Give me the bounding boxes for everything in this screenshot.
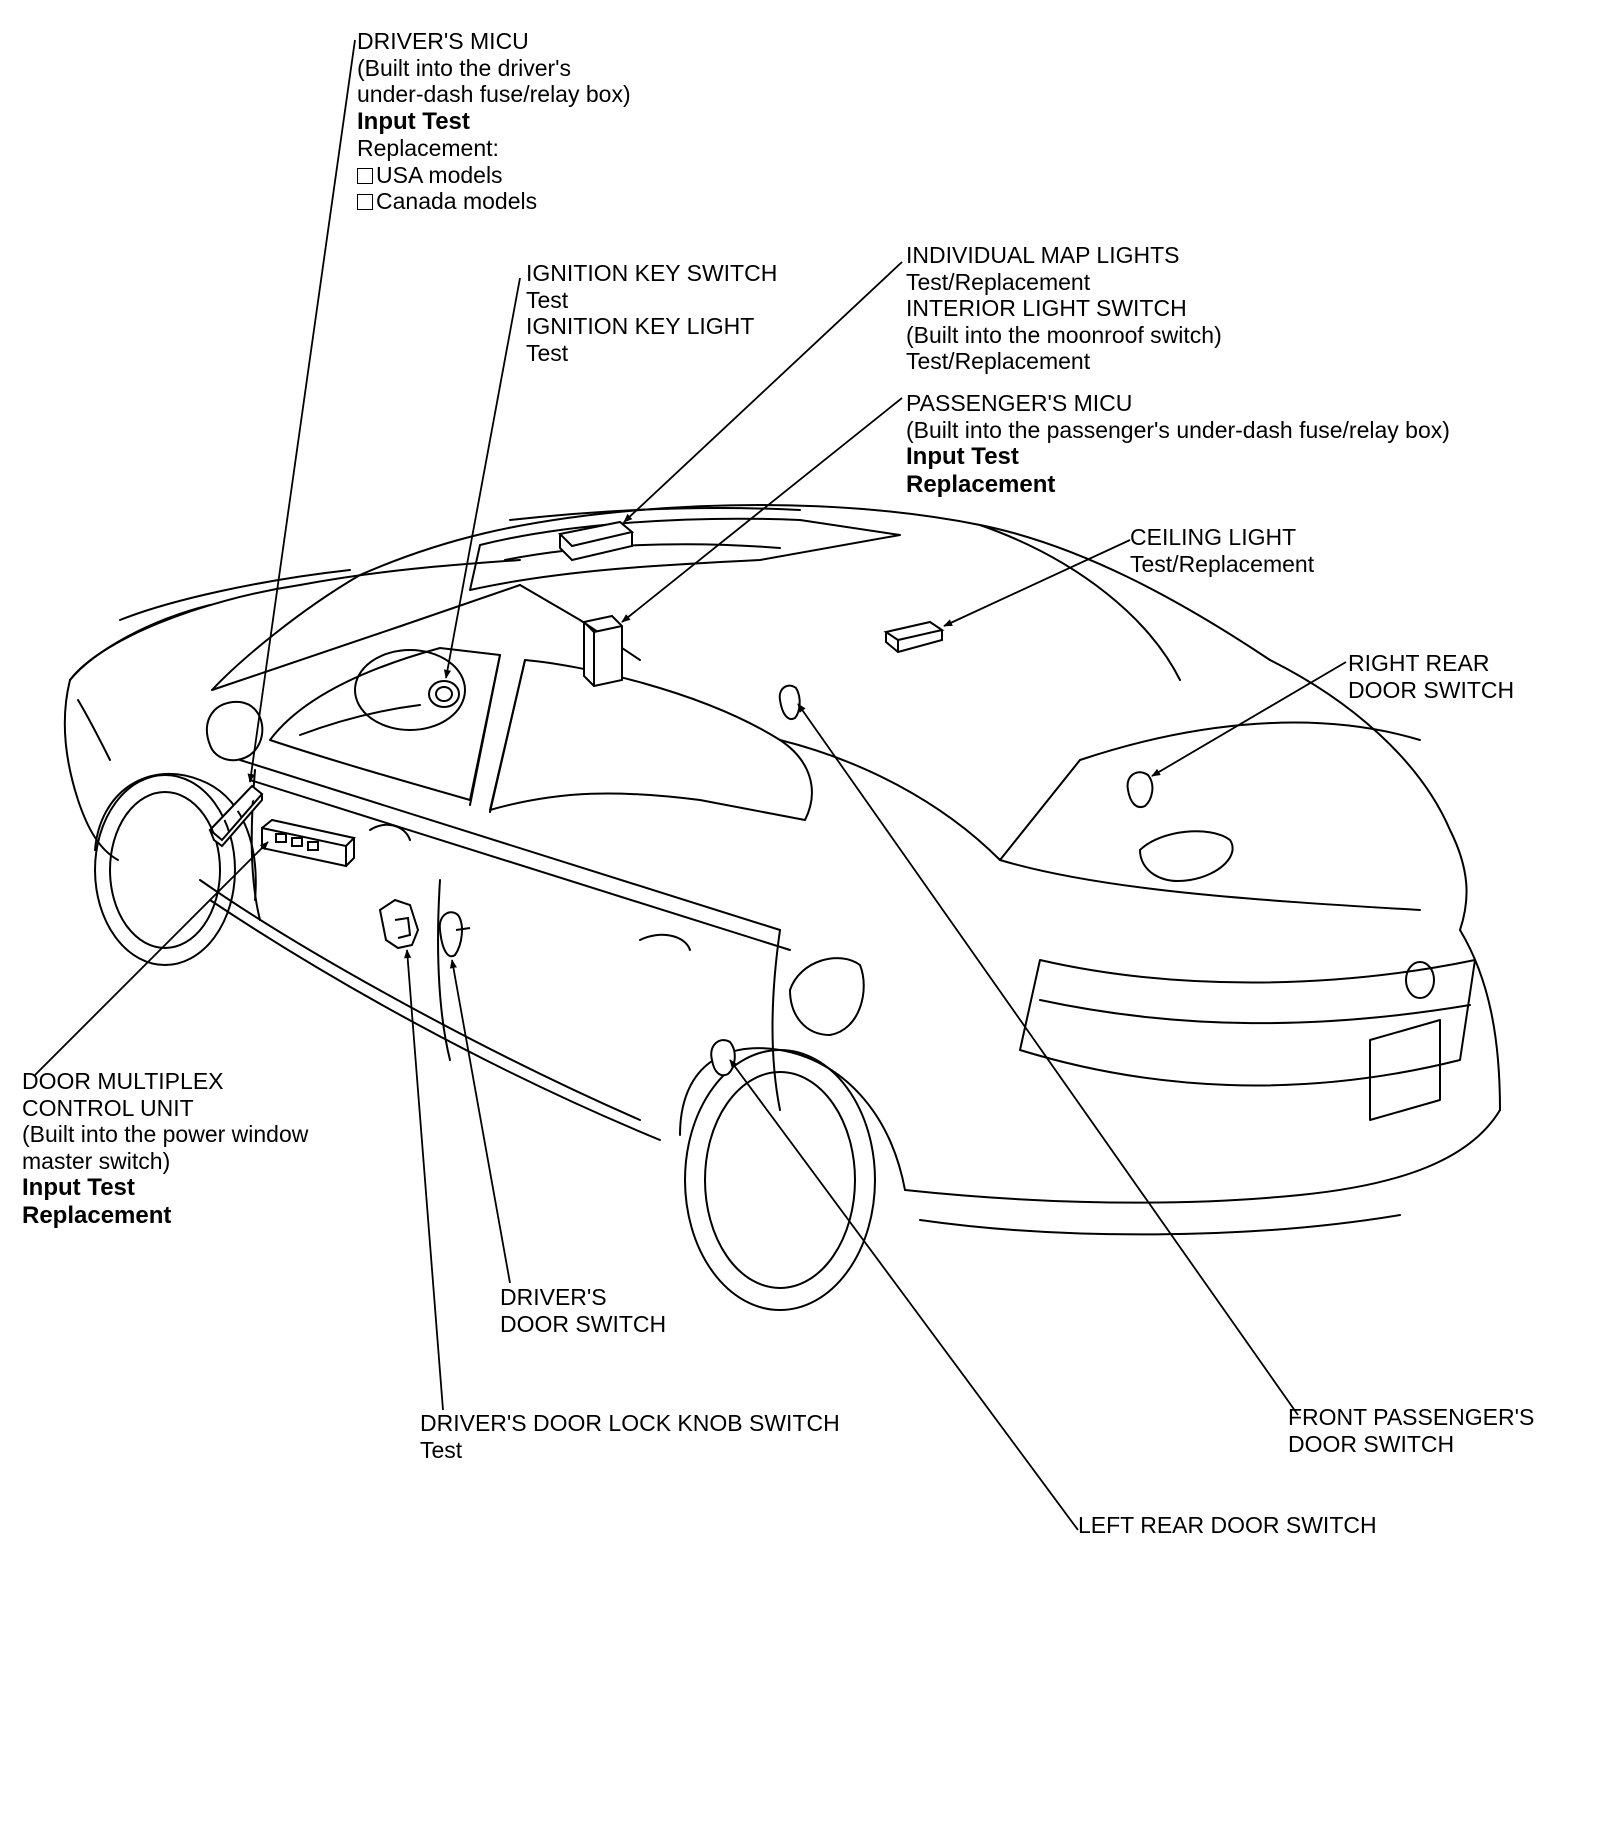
ceiling-light-title: CEILING LIGHT [1130,524,1297,550]
door-lock-knob-switch-test-link[interactable]: Test [420,1436,463,1463]
door-multiplex-input-test-link[interactable]: Input Test [22,1174,135,1201]
usa-models-box-icon [357,167,373,184]
front-passengers-door-switch-line2: DOOR SWITCH [1288,1430,1455,1457]
canada-models-box-icon [357,194,373,210]
usa-models-link[interactable]: USA models [376,161,503,188]
callout-drivers-door-switch: DRIVER'S DOOR SWITCH [500,1284,666,1337]
leader-map-lights [623,261,903,523]
ignition-key-switch-title: IGNITION KEY SWITCH [526,260,778,286]
drivers-micu-note-line2: under-dash fuse/relay box) [357,81,631,107]
canada-models-link[interactable]: Canada models [376,188,538,214]
drivers-micu-title: DRIVER'S MICU [357,28,529,54]
callout-door-lock-knob-switch: DRIVER'S DOOR LOCK KNOB SWITCH Test [420,1410,840,1463]
drivers-door-switch-shape [438,911,471,958]
passengers-micu-note: (Built into the passenger's under-dash f… [906,416,1450,443]
callout-front-passengers-door-switch: FRONT PASSENGER'S DOOR SWITCH [1288,1404,1534,1457]
right-rear-door-switch-line1: RIGHT REAR [1348,650,1490,676]
drivers-door-switch-line2: DOOR SWITCH [500,1310,667,1337]
ceiling-light-test-replacement-link[interactable]: Test/Replacement [1130,550,1315,577]
callout-right-rear-door-switch: RIGHT REAR DOOR SWITCH [1348,650,1514,703]
callout-passengers-micu: PASSENGER'S MICU (Built into the passeng… [906,390,1450,498]
map-lights-shape [557,520,635,562]
car-body-outline [63,504,1501,1311]
door-multiplex-line1: DOOR MULTIPLEX [22,1068,224,1094]
callout-left-rear-door-switch: LEFT REAR DOOR SWITCH [1078,1512,1377,1539]
callout-map-lights: INDIVIDUAL MAP LIGHTS Test/Replacement I… [906,242,1222,375]
passengers-micu-input-test-link[interactable]: Input Test [906,443,1019,470]
map-lights-title: INDIVIDUAL MAP LIGHTS [906,242,1180,268]
front-passengers-door-switch-line1: FRONT PASSENGER'S [1288,1404,1535,1430]
map-lights-test-replacement-link[interactable]: Test/Replacement [906,268,1091,295]
callout-ceiling-light: CEILING LIGHT Test/Replacement [1130,524,1314,577]
leader-door-multiplex [34,841,269,1076]
drivers-micu-input-test-link[interactable]: Input Test [357,107,470,135]
passenger-micu-shape [583,614,623,688]
leader-right-rear-door-switch [1151,661,1347,777]
passengers-micu-title: PASSENGER'S MICU [906,390,1133,416]
leader-ignition-key-switch [443,277,521,679]
ignition-key-light-title: IGNITION KEY LIGHT [526,313,755,339]
ceiling-light-shape [883,620,945,654]
leader-lines [34,39,1347,1531]
door-lock-knob-switch-shape [378,898,420,950]
leader-drivers-door-switch [449,959,511,1284]
interior-light-switch-test-replacement-link[interactable]: Test/Replacement [906,348,1091,374]
leader-passengers-micu [621,397,903,623]
ignition-key-light-test-link[interactable]: Test [526,339,569,366]
drivers-micu-note-line1: (Built into the driver's [357,54,572,81]
door-multiplex-replacement-link[interactable]: Replacement [22,1201,172,1229]
callout-door-multiplex: DOOR MULTIPLEX CONTROL UNIT (Built into … [22,1068,308,1229]
drivers-door-switch-line1: DRIVER'S [500,1284,607,1310]
door-multiplex-line2: CONTROL UNIT [22,1094,194,1121]
right-rear-door-switch-line2: DOOR SWITCH [1348,676,1515,703]
interior-light-switch-title: INTERIOR LIGHT SWITCH [906,295,1187,321]
leader-ceiling-light [943,539,1131,627]
leader-door-lock-knob-switch [404,949,444,1411]
door-multiplex-note-line1: (Built into the power window [22,1121,309,1147]
callout-drivers-micu: DRIVER'S MICU (Built into the driver's u… [357,28,631,215]
door-multiplex-note-line2: master switch) [22,1147,171,1174]
leader-front-passengers-door-switch [797,703,1299,1416]
drivers-micu-replacement-heading: Replacement: [357,135,499,161]
left-rear-door-switch-title: LEFT REAR DOOR SWITCH [1078,1512,1377,1538]
leader-drivers-micu [247,39,356,783]
ignition-key-switch-test-link[interactable]: Test [526,286,569,313]
door-lock-knob-switch-title: DRIVER'S DOOR LOCK KNOB SWITCH [420,1410,840,1436]
front-passenger-door-switch-shape [778,684,801,720]
passengers-micu-replacement-link[interactable]: Replacement [906,470,1056,498]
callout-ignition-key-switch: IGNITION KEY SWITCH Test IGNITION KEY LI… [526,260,777,366]
right-rear-door-switch-shape [1126,771,1154,808]
leader-left-rear-door-switch [729,1059,1079,1531]
left-rear-door-switch-shape [710,1039,736,1077]
interior-light-switch-note: (Built into the moonroof switch) [906,321,1222,348]
drivers-micu-shape [208,784,264,848]
